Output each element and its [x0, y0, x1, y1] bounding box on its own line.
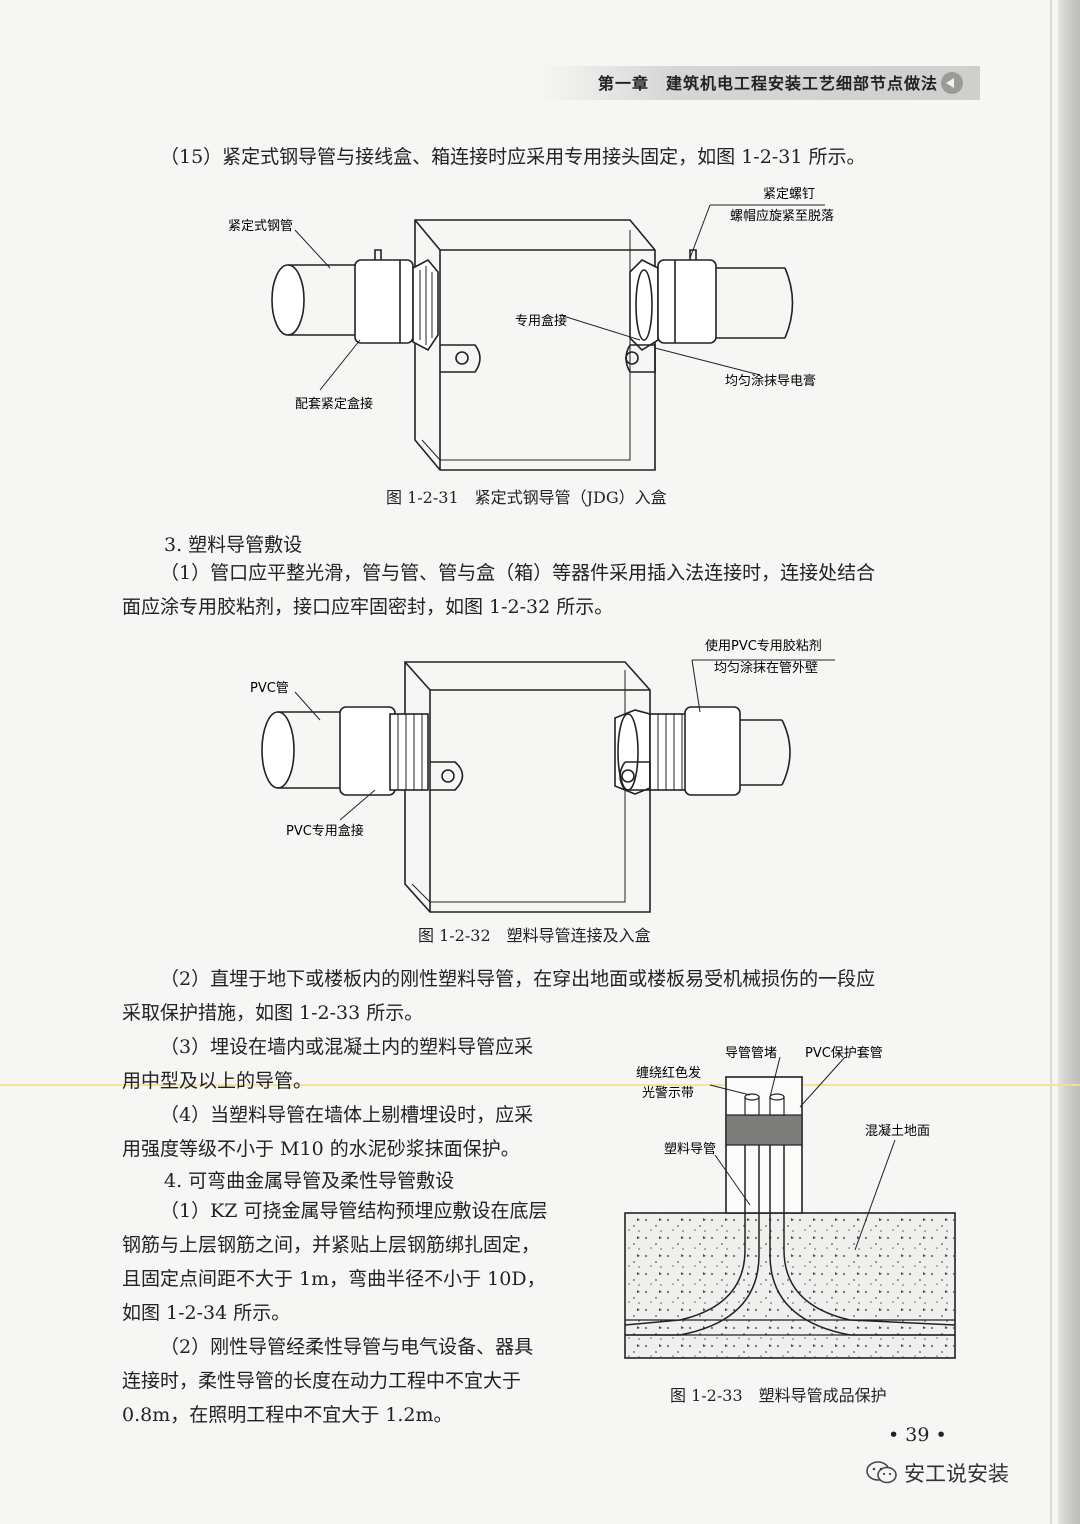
label-paste: 均匀涂抹导电膏: [725, 373, 816, 389]
label-warning-tape-2: 光警示带: [642, 1085, 694, 1101]
figure-1-2-33: 导管管堵 PVC保护套管 缠绕红色发 光警示带 塑料导管 混凝土地面: [624, 1045, 956, 1359]
paragraph-4-1-line4: 如图 1-2-34 所示。: [122, 1302, 291, 1324]
label-matching-connector: 配套紧定盒接: [295, 396, 373, 412]
label-plastic-pipe: 塑料导管: [664, 1142, 716, 1157]
caption-fig-1-2-31: 图 1-2-31 紧定式钢导管（JDG）入盒: [386, 488, 667, 507]
paragraph-3-4-line1: （4）当塑料导管在墙体上剔槽埋设时，应采: [160, 1104, 534, 1126]
page-edge: [1058, 0, 1080, 1524]
paragraph-15: （15）紧定式钢导管与接线盒、箱连接时应采用专用接头固定，如图 1-2-31 所…: [160, 146, 866, 168]
figure-1-2-31: 紧定式钢管 紧定螺钉 螺帽应旋紧至脱落 专用盒接 均匀涂抹导电膏 配套紧定盒接: [228, 187, 834, 471]
label-concrete-ground: 混凝土地面: [865, 1123, 930, 1139]
wechat-icon: [866, 1461, 897, 1484]
paragraph-3-1-line2: 面应涂专用胶粘剂，接口应牢固密封，如图 1-2-32 所示。: [122, 596, 614, 618]
page-edge-line: [1050, 0, 1052, 1524]
label-pvc-glue-1: 使用PVC专用胶粘剂: [705, 638, 822, 654]
header-band: [540, 66, 980, 100]
label-pvc-connector: PVC专用盒接: [286, 823, 364, 839]
chapter-title: 第一章 建筑机电工程安装工艺细部节点做法: [598, 74, 939, 93]
paragraph-4-2-line3: 0.8m，在照明工程中不宜大于 1.2m。: [122, 1404, 453, 1426]
paragraph-3-2-line1: （2）直埋于地下或楼板内的刚性塑料导管，在穿出地面或楼板易受机械损伤的一段应: [160, 968, 876, 990]
label-pvc-glue-2: 均匀涂抹在管外壁: [714, 660, 818, 676]
label-jdg-pipe: 紧定式钢管: [228, 219, 293, 234]
label-pipe-plug: 导管管堵: [725, 1046, 777, 1061]
caption-fig-1-2-32: 图 1-2-32 塑料导管连接及入盒: [418, 926, 651, 945]
paragraph-3-1-line1: （1）管口应平整光滑，管与管、管与盒（箱）等器件采用插入法连接时，连接处结合: [160, 562, 876, 584]
watermark: 安工说安装: [904, 1462, 1009, 1486]
label-pvc-sleeve: PVC保护套管: [805, 1045, 883, 1061]
figure-1-2-32: PVC管 使用PVC专用胶粘剂 均匀涂抹在管外壁 PVC专用盒接: [250, 638, 835, 913]
section-3-heading: 3. 塑料导管敷设: [164, 534, 303, 556]
paragraph-4-1-line3: 且固定点间距不大于 1m，弯曲半径不小于 10D，: [122, 1268, 546, 1290]
caption-fig-1-2-33: 图 1-2-33 塑料导管成品保护: [670, 1386, 887, 1405]
label-screw-1: 紧定螺钉: [763, 187, 815, 202]
label-pvc-pipe: PVC管: [250, 681, 289, 696]
paragraph-4-2-line1: （2）刚性导管经柔性导管与电气设备、器具: [160, 1336, 534, 1358]
paragraph-4-1-line2: 钢筋与上层钢筋之间，并紧贴上层钢筋绑扎固定，: [122, 1234, 541, 1256]
paragraph-3-3-line2: 用中型及以上的导管。: [122, 1070, 313, 1092]
page-number: • 39 •: [888, 1424, 947, 1446]
paragraph-3-2-line2: 采取保护措施，如图 1-2-33 所示。: [122, 1002, 424, 1024]
header-arrow-icon: [941, 72, 963, 94]
label-box-connector: 专用盒接: [515, 313, 567, 329]
label-screw-2: 螺帽应旋紧至脱落: [730, 208, 834, 224]
paragraph-3-3-line1: （3）埋设在墙内或混凝土内的塑料导管应采: [160, 1036, 534, 1058]
highlight-line: [0, 1084, 1080, 1086]
section-4-heading: 4. 可弯曲金属导管及柔性导管敷设: [164, 1170, 455, 1192]
label-warning-tape-1: 缠绕红色发: [636, 1065, 701, 1081]
paragraph-4-2-line2: 连接时，柔性导管的长度在动力工程中不宜大于: [122, 1370, 522, 1392]
paragraph-3-4-line2: 用强度等级不小于 M10 的水泥砂浆抹面保护。: [122, 1138, 520, 1160]
paragraph-4-1-line1: （1）KZ 可挠金属导管结构预埋应敷设在底层: [160, 1200, 548, 1222]
